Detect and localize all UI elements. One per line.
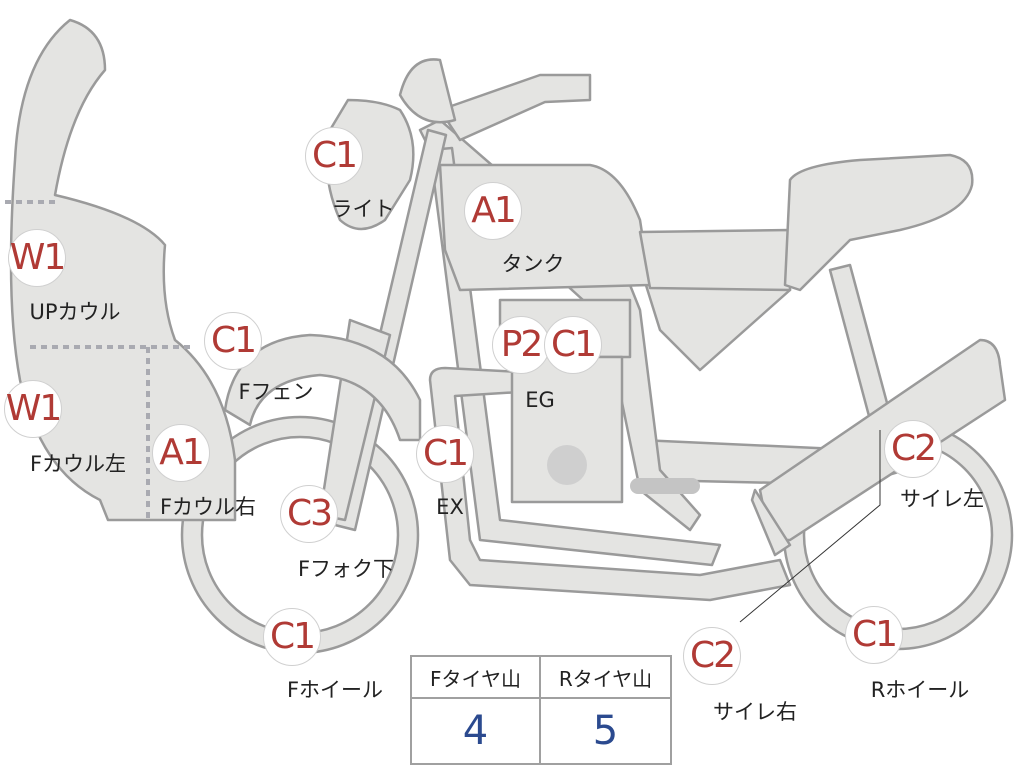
label-engine: EG xyxy=(525,388,555,412)
grade-muffler-right: C2 xyxy=(683,627,741,685)
front-tire-value: 4 xyxy=(412,699,541,763)
label-tank: タンク xyxy=(501,252,565,276)
grade-exhaust: C1 xyxy=(416,425,474,483)
label-light: ライト xyxy=(331,197,395,221)
grade-f-cowl-right: A1 xyxy=(152,424,210,482)
grade-muffler-left: C2 xyxy=(884,420,942,478)
rear-tire-value: 5 xyxy=(592,708,619,754)
label-f-fork-lower: Fフォク下 xyxy=(297,557,395,581)
seat-front-graphic xyxy=(638,228,792,292)
front-fender-graphic xyxy=(223,333,422,442)
seat-rear-graphic xyxy=(783,153,974,292)
label-up-cowl: UPカウル xyxy=(29,300,121,324)
grade-f-wheel: C1 xyxy=(263,608,321,666)
grade-r-wheel: C1 xyxy=(845,606,903,664)
grade-light: C1 xyxy=(305,127,363,185)
front-tire-header: Fタイヤ山 xyxy=(412,657,541,699)
engine-cover-graphic xyxy=(547,445,587,485)
rear-tire-header: Rタイヤ山 xyxy=(541,657,670,699)
tire-tread-table: Fタイヤ山 Rタイヤ山 4 5 xyxy=(410,655,672,765)
muffler-right-leader xyxy=(739,430,881,623)
grade-f-fender: C1 xyxy=(204,312,262,370)
downtube-graphic xyxy=(428,146,722,567)
grade-up-cowl: W1 xyxy=(8,229,66,287)
grade-tank: A1 xyxy=(464,182,522,240)
label-f-wheel: Fホイール xyxy=(286,678,384,702)
grade-f-fork-lower: C3 xyxy=(280,485,338,543)
grade-engine-p2: P2 xyxy=(492,316,550,374)
footpeg-graphic xyxy=(630,478,700,494)
label-r-wheel: Rホイール xyxy=(870,678,970,702)
muffler-right-graphic xyxy=(750,488,792,557)
grade-f-cowl-left: W1 xyxy=(4,380,62,438)
handlebar-graphic xyxy=(438,73,592,142)
mirror-graphic xyxy=(398,58,457,124)
grade-engine-c1: C1 xyxy=(544,316,602,374)
label-exhaust: EX xyxy=(436,495,464,519)
label-f-cowl-left: Fカウル左 xyxy=(29,452,127,476)
label-muffler-right: サイレ右 xyxy=(713,700,797,724)
label-f-cowl-right: Fカウル右 xyxy=(159,495,257,519)
label-muffler-left: サイレ左 xyxy=(900,487,984,511)
label-f-fender: Fフェン xyxy=(238,380,314,404)
